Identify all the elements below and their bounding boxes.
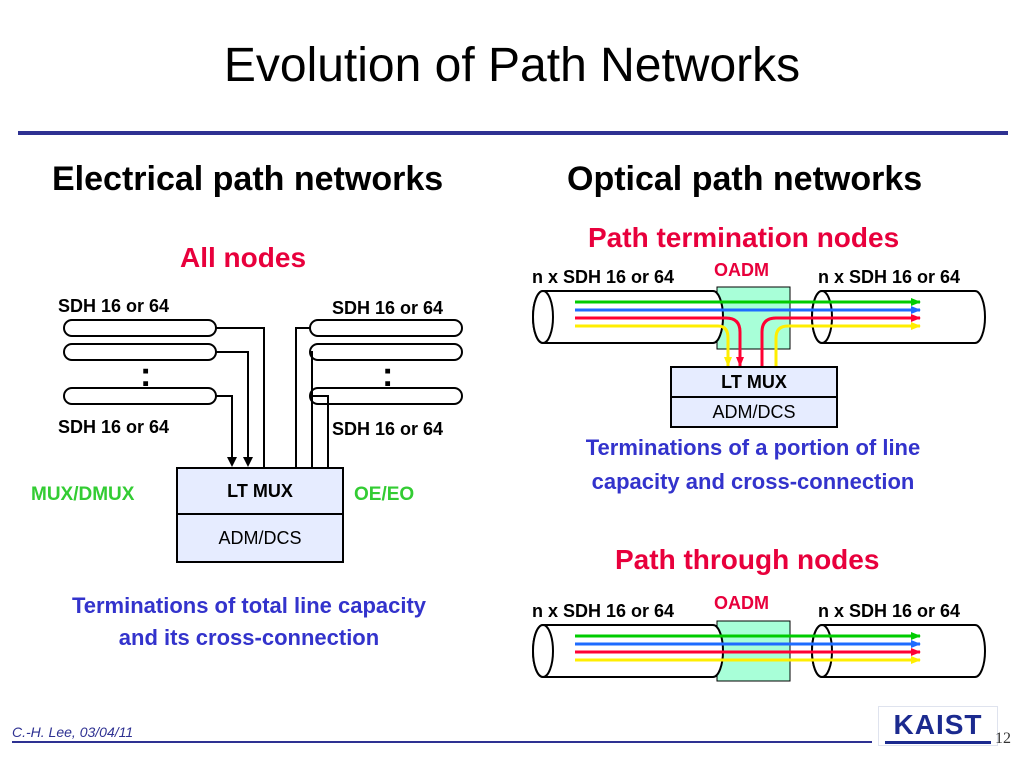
termination-left-label: n x SDH 16 or 64 — [532, 267, 675, 287]
adm-dcs-box-left: ADM/DCS — [176, 513, 344, 563]
sdh-label-bottom-right: SDH 16 or 64 — [332, 419, 444, 439]
fiber-connectors — [216, 327, 329, 467]
through-wavelengths — [575, 632, 921, 664]
kaist-logo: KAIST — [878, 706, 998, 746]
title-divider — [18, 131, 1008, 135]
wavelength-yellow-drop — [575, 324, 732, 367]
electrical-heading: Electrical path networks — [52, 160, 444, 198]
ellipsis-dots-right: : — [382, 356, 394, 394]
lt-mux-box-right: LT MUX — [670, 366, 838, 398]
through-left-label: n x SDH 16 or 64 — [532, 601, 675, 621]
through-oadm-label: OADM — [714, 593, 769, 613]
through-right-label: n x SDH 16 or 64 — [818, 601, 961, 621]
termination-caption-line2: capacity and cross-connection — [591, 469, 915, 494]
left-fiber-bundle — [63, 319, 463, 405]
page-title: Evolution of Path Networks — [223, 39, 801, 92]
logo-text: KAIST — [893, 709, 983, 740]
wavelength-red-drop — [575, 316, 744, 367]
termination-wavelengths — [575, 298, 921, 367]
connector-right-1 — [295, 327, 310, 467]
sdh-label-top-left: SDH 16 or 64 — [58, 296, 170, 316]
page-number: 12 — [995, 730, 1011, 747]
ellipsis-dots-left: : — [140, 356, 152, 394]
connector-left-3 — [216, 395, 237, 467]
electrical-caption-line1: Terminations of total line capacity — [71, 593, 427, 618]
termination-oadm-label: OADM — [714, 260, 769, 280]
oe-eo-label: OE/EO — [354, 484, 415, 505]
mux-dmux-label: MUX/DMUX — [31, 484, 135, 505]
path-termination-title: Path termination nodes — [588, 222, 900, 253]
adm-dcs-box-right: ADM/DCS — [670, 396, 838, 428]
footer-divider — [12, 741, 872, 743]
connector-left-1 — [216, 327, 265, 467]
footer-author: C.-H. Lee, 03/04/11 — [12, 724, 134, 740]
sdh-label-bottom-left: SDH 16 or 64 — [58, 417, 170, 437]
path-through-title: Path through nodes — [615, 544, 880, 575]
optical-heading: Optical path networks — [567, 160, 923, 198]
electrical-caption-line2: and its cross-connection — [118, 625, 380, 650]
sdh-label-top-right: SDH 16 or 64 — [332, 298, 444, 318]
connector-right-3 — [310, 395, 329, 467]
lt-mux-box-left: LT MUX — [176, 467, 344, 515]
wavelength-yellow-add — [774, 322, 921, 366]
all-nodes-label: All nodes — [180, 242, 307, 273]
wavelength-red-add — [760, 314, 921, 366]
connector-left-2 — [216, 351, 253, 467]
termination-right-label: n x SDH 16 or 64 — [818, 267, 961, 287]
connector-right-2 — [310, 351, 313, 467]
termination-caption-line1: Terminations of a portion of line — [585, 435, 921, 460]
